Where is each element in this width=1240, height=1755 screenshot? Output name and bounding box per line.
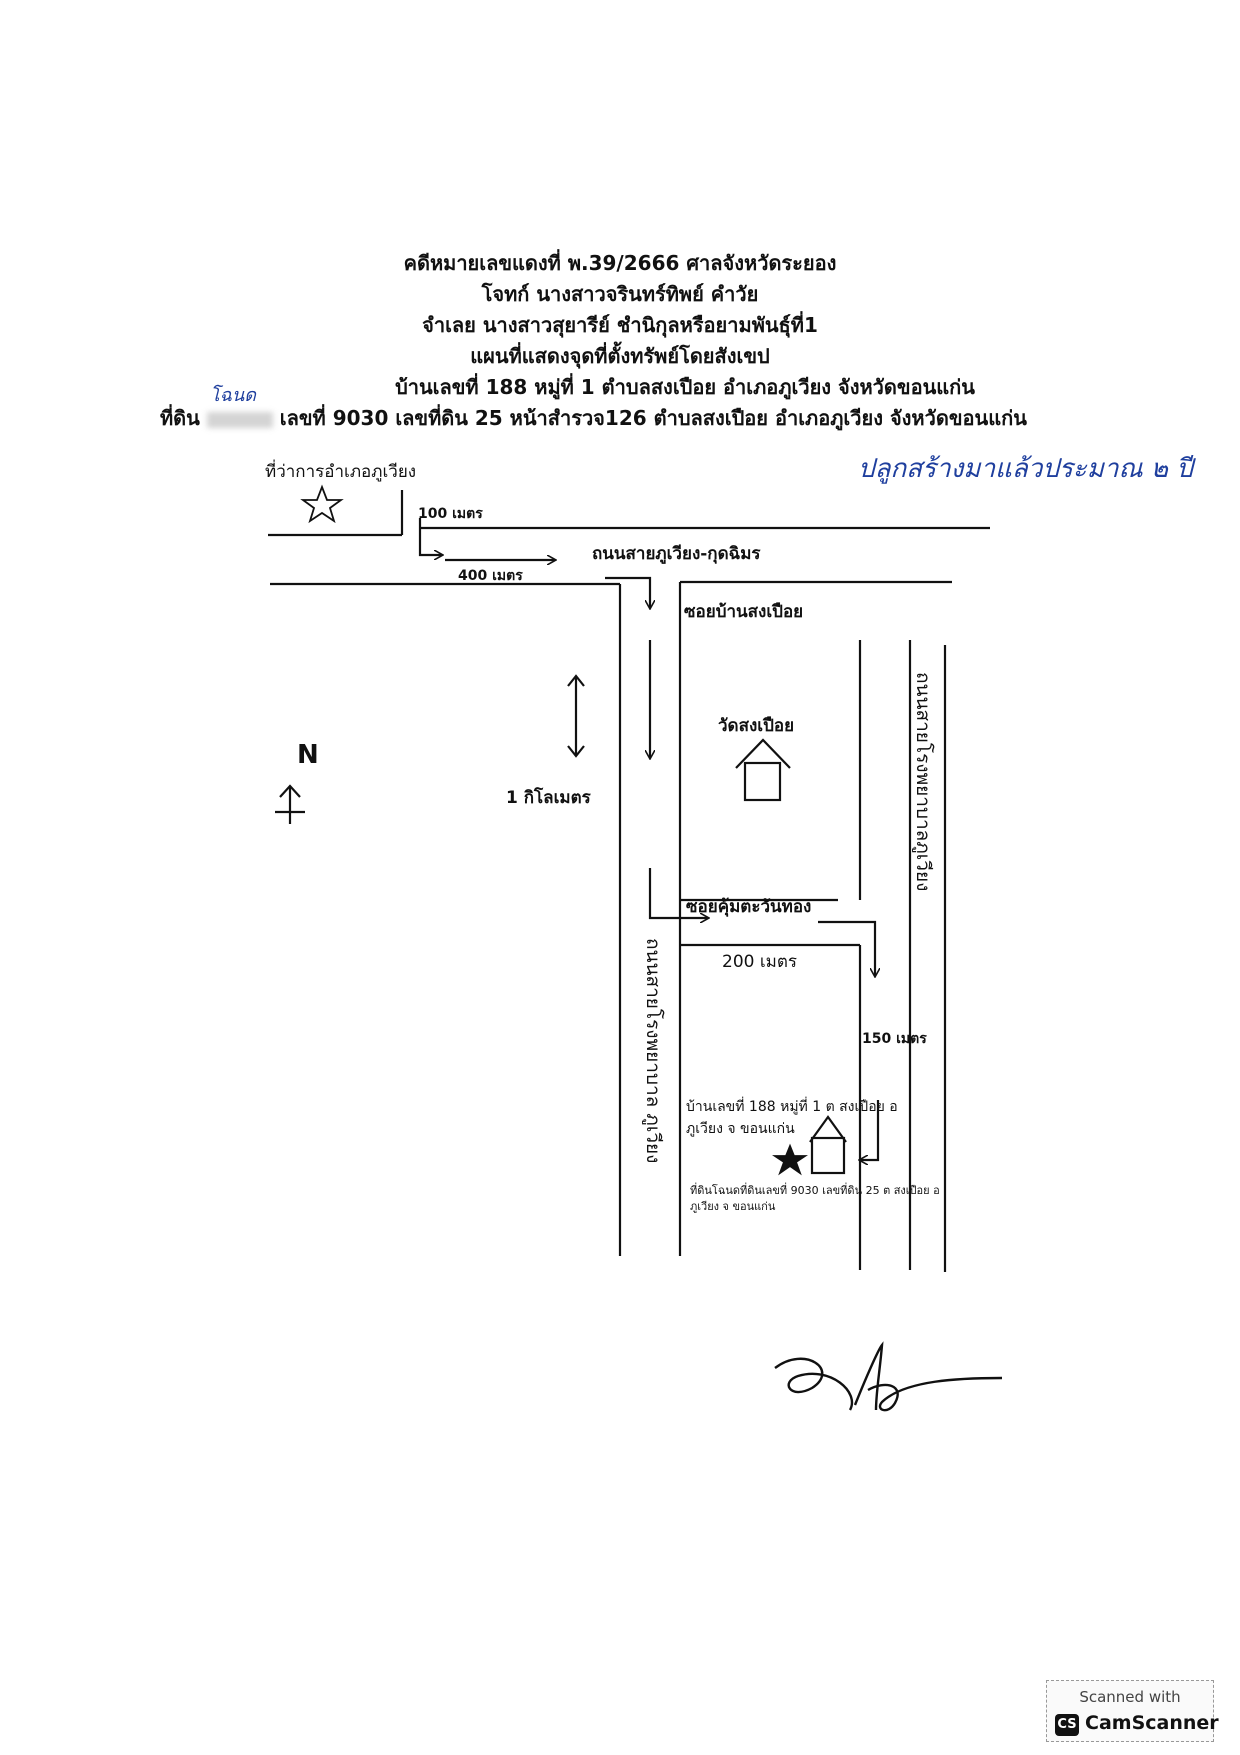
distance-200m: 200 เมตร: [722, 952, 798, 972]
district-office-star-icon: [300, 484, 344, 524]
district-office-label: ที่ว่าการอำเภอภูเวียง: [265, 462, 417, 482]
temple-label: วัดสงเปือย: [718, 716, 795, 736]
north-label: N: [297, 740, 319, 770]
temple-icon: [743, 761, 782, 802]
land-label: ที่ดิน: [160, 406, 200, 430]
distance-1km: 1 กิโลเมตร: [506, 788, 591, 808]
case-number: คดีหมายเลขแดงที่ พ.39/2666 ศาลจังหวัดระย…: [403, 251, 837, 275]
house-address-label-1: บ้านเลขที่ 188 หมู่ที่ 1 ต สงเปือย อ: [686, 1099, 898, 1115]
north-arrow-head: [279, 784, 301, 798]
handwritten-deed-note: โฉนด: [210, 385, 256, 406]
map-title: แผนที่แสดงจุดที่ตั้งทรัพย์โดยสังเขป: [470, 344, 770, 368]
house-address: บ้านเลขที่ 188 หมู่ที่ 1 ตำบลสงเปือย อำเ…: [395, 375, 975, 399]
distance-400m: 400 เมตร: [458, 568, 523, 584]
signature: [774, 1341, 1003, 1412]
soi-khum-label: ซอยคุ้มตะวันทอง: [686, 897, 812, 917]
redacted-text: [206, 411, 273, 428]
route-arrow-to-road: [818, 920, 875, 976]
camscanner-logo-icon: CS: [1055, 1714, 1079, 1736]
distance-150m: 150 เมตร: [862, 1031, 927, 1047]
house-roof: [809, 1115, 847, 1143]
soi-songpuey-label: ซอยบ้านสงเปือย: [684, 602, 804, 622]
camscanner-watermark: Scanned with CS CamScanner: [1046, 1680, 1219, 1742]
one-km-arrow-top: [567, 674, 585, 687]
right-road-label: ถนนสายโรงพยาบาลภูเวียง: [912, 672, 934, 892]
land-deed-line: ที่ดิน เลขที่ 9030 เลขที่ดิน 25 หน้าสำรว…: [0, 403, 1240, 434]
route-arrow-turn: [605, 576, 650, 608]
main-road-label: ถนนสายภูเวียง-กุดฉิมร: [592, 544, 761, 564]
house-address-label-2: ภูเวียง จ ขอนแก่น: [686, 1121, 795, 1137]
land-deed-label-1: ที่ดินโฉนดที่ดินเลขที่ 9030 เลขที่ดิน 25…: [690, 1184, 940, 1197]
route-arrow-into-soi: [648, 868, 708, 918]
land-deed-details: เลขที่ 9030 เลขที่ดิน 25 หน้าสำรวจ126 ตำ…: [279, 406, 1027, 430]
temple-roof: [735, 738, 791, 769]
route-arrow-1: [418, 518, 442, 555]
handwritten-construction-note: ปลูกสร้างมาแล้วประมาณ ๒ ปี: [858, 454, 1193, 484]
route-arrow-to-house: [860, 1100, 880, 1160]
distance-100m: 100 เมตร: [418, 506, 483, 522]
house-icon: [810, 1136, 846, 1175]
plaintiff: โจทก์ นางสาวจรินทร์ทิพย์ คำวัย: [481, 282, 759, 306]
property-star-icon: [772, 1143, 808, 1176]
scanned-with-text: Scanned with: [1079, 1688, 1181, 1706]
land-deed-label-2: ภูเวียง จ ขอนแก่น: [690, 1200, 776, 1213]
left-road-label: ถนนสายโรงพยาบาล ภูเวียง: [642, 938, 664, 1164]
document-header: คดีหมายเลขแดงที่ พ.39/2666 ศาลจังหวัดระย…: [0, 248, 1240, 434]
one-km-arrow-bottom: [567, 745, 585, 758]
defendant: จำเลย นางสาวสุยารีย์ ชำนิกุลหรือยามพันธุ…: [422, 313, 818, 337]
camscanner-name: CamScanner: [1085, 1712, 1219, 1734]
